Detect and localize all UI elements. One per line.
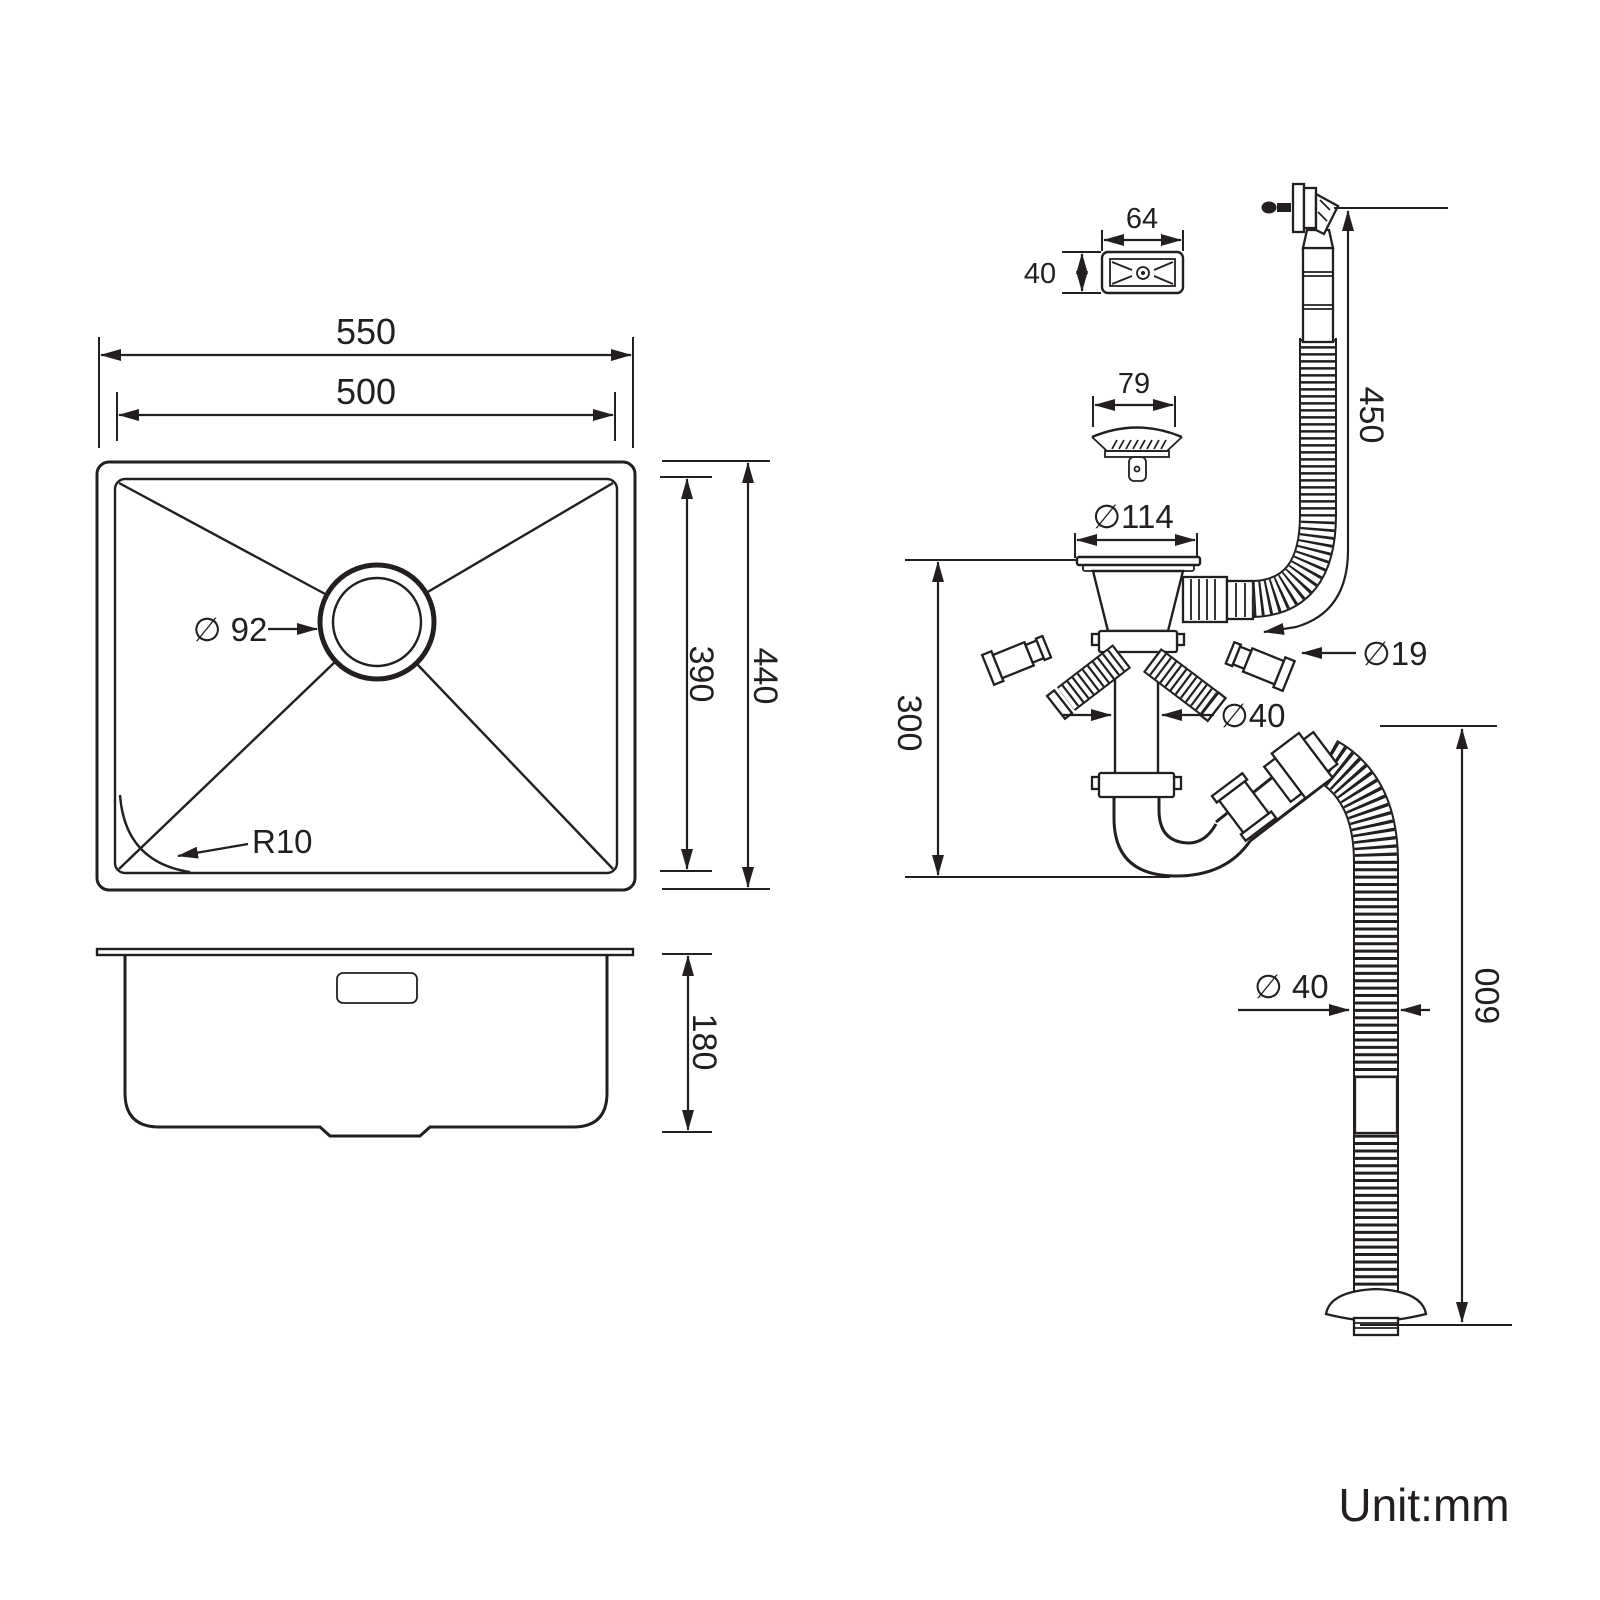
outlet-hose [1313, 739, 1428, 1337]
drain-hole-outer [317, 562, 437, 682]
overflow-outlet [1181, 575, 1229, 624]
dimension-390: 390 [660, 476, 720, 872]
dim-label-overflow-hose-diameter: ∅19 [1362, 635, 1427, 672]
dim-label-inner-width: 500 [336, 371, 396, 412]
sink-bowl-edge [113, 477, 619, 875]
overflow-clip-bracket [1291, 182, 1306, 234]
overflow-slot [336, 972, 418, 1004]
dimension-corner-radius: R10 [177, 823, 313, 860]
corner-radius-arc [118, 794, 191, 874]
strainer-stem [1128, 456, 1147, 482]
sink-outer-rim [95, 460, 637, 892]
dimension-64: 64 [1101, 203, 1184, 251]
outlet-hose-flange [1324, 1287, 1428, 1323]
overflow-hose [1251, 182, 1340, 618]
trap-coupling-nut [1210, 771, 1278, 843]
trap-union-coupling [1262, 730, 1340, 804]
dim-label-overflow-hose-length: 450 [1352, 387, 1390, 444]
side-hose-stub-right [1142, 648, 1228, 723]
side-hose-stub-left [1045, 644, 1132, 721]
outlet-hose-sleeve [1353, 1075, 1399, 1135]
dim-label-waste-pipe-diameter: ∅40 [1220, 697, 1285, 734]
dim-label-outer-width: 550 [336, 311, 396, 352]
dim-label-outer-depth: 440 [746, 648, 784, 705]
dimension-40-tailpipe: ∅40 [1062, 697, 1285, 734]
dimension-500: 500 [116, 371, 616, 441]
strainer-slots [1111, 439, 1167, 450]
overflow-outlet-nut [1225, 579, 1255, 621]
bowl-slope-lines [118, 481, 614, 870]
waste-body [1091, 569, 1185, 633]
dimension-40-overflow: 40 [1024, 251, 1101, 294]
dimension-440: 440 [662, 460, 784, 890]
waste-flange [1075, 555, 1202, 567]
overflow-cover-screw-hole [1136, 266, 1150, 280]
hose-adapter-left [980, 634, 1053, 687]
dim-label-overflow-height: 40 [1024, 258, 1056, 290]
outlet-hose-thread-stub [1352, 1316, 1400, 1337]
dimension-drain-diameter: ∅ 92 [193, 611, 318, 648]
dimension-450: 450 [1263, 207, 1448, 635]
clip-screw [1261, 201, 1291, 214]
dim-label-inner-depth: 390 [682, 646, 720, 703]
waste-lower-nut [1097, 771, 1176, 799]
basket-strainer-part [1091, 426, 1183, 482]
dimension-600: 600 [1360, 725, 1512, 1326]
dim-label-outlet-hose-length: 600 [1469, 968, 1507, 1025]
sink-top-view [95, 460, 637, 892]
dimension-300: 300 [890, 559, 1170, 878]
dimension-550: 550 [98, 311, 634, 448]
p-trap [1112, 797, 1252, 878]
dim-label-flange-diameter: ∅114 [1092, 498, 1173, 535]
dimension-40-outlet: ∅ 40 [1238, 968, 1430, 1016]
drain-hole-inner [331, 576, 423, 668]
dim-label-corner-radius: R10 [252, 823, 313, 860]
overflow-cover-part [1100, 250, 1185, 295]
dim-label-drain-diameter: ∅ 92 [193, 611, 268, 648]
dim-label-assembly-height: 300 [890, 695, 928, 752]
sink-lip [95, 947, 635, 957]
waste-top-nut [1097, 629, 1179, 654]
sink-side-view [95, 947, 635, 1138]
dim-label-strainer-diameter: 79 [1118, 368, 1150, 400]
dim-label-outlet-hose-diameter: ∅ 40 [1254, 968, 1329, 1005]
dimension-19: ∅19 [1301, 635, 1427, 672]
hose-adapter-right [1224, 640, 1297, 693]
dimension-180: 180 [662, 953, 723, 1133]
overflow-hose-top-tube [1301, 246, 1335, 344]
bowl-profile [123, 955, 609, 1138]
unit-note: Unit:mm [1338, 1479, 1509, 1531]
dim-label-bowl-depth: 180 [685, 1014, 723, 1071]
dimension-79: 79 [1092, 368, 1176, 427]
dimension-114: ∅114 [1074, 498, 1198, 558]
dim-label-overflow-width: 64 [1126, 203, 1158, 235]
